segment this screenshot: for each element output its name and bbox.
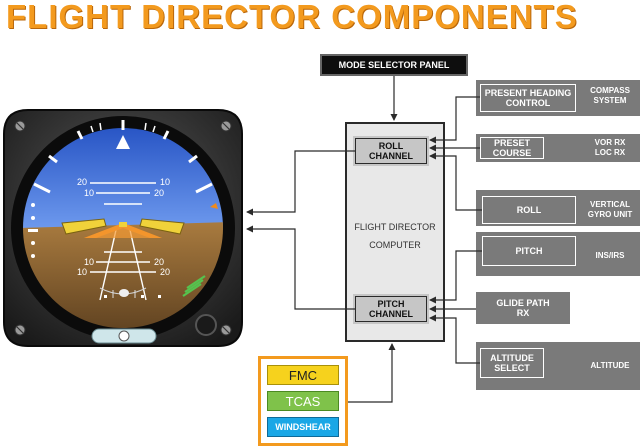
test-button-icon (195, 314, 217, 336)
roll-scale (33, 120, 213, 194)
legend-box: FMC TCAS WINDSHEAR (258, 356, 348, 446)
legend-windshear: WINDSHEAR (267, 417, 339, 437)
ins-irs-label: INS/IRS (595, 251, 625, 260)
roll-sensor-box: ROLL (481, 195, 577, 225)
page-title: FLIGHT DIRECTOR COMPONENTS (6, 0, 578, 35)
adjust-knob (91, 328, 157, 344)
pitch-sensor-box: PITCH (481, 235, 577, 267)
aircraft-symbol (61, 218, 185, 235)
legend-fmc: FMC (267, 365, 339, 385)
inclinometer (99, 287, 147, 298)
mode-selector-panel: MODE SELECTOR PANEL (320, 54, 468, 76)
glide-slope-scale (28, 203, 38, 258)
input-band-glide (476, 292, 570, 324)
roll-pointer (116, 135, 130, 149)
legend-tcas: TCAS (267, 391, 339, 411)
altitude-label: ALTITUDE (590, 361, 630, 370)
